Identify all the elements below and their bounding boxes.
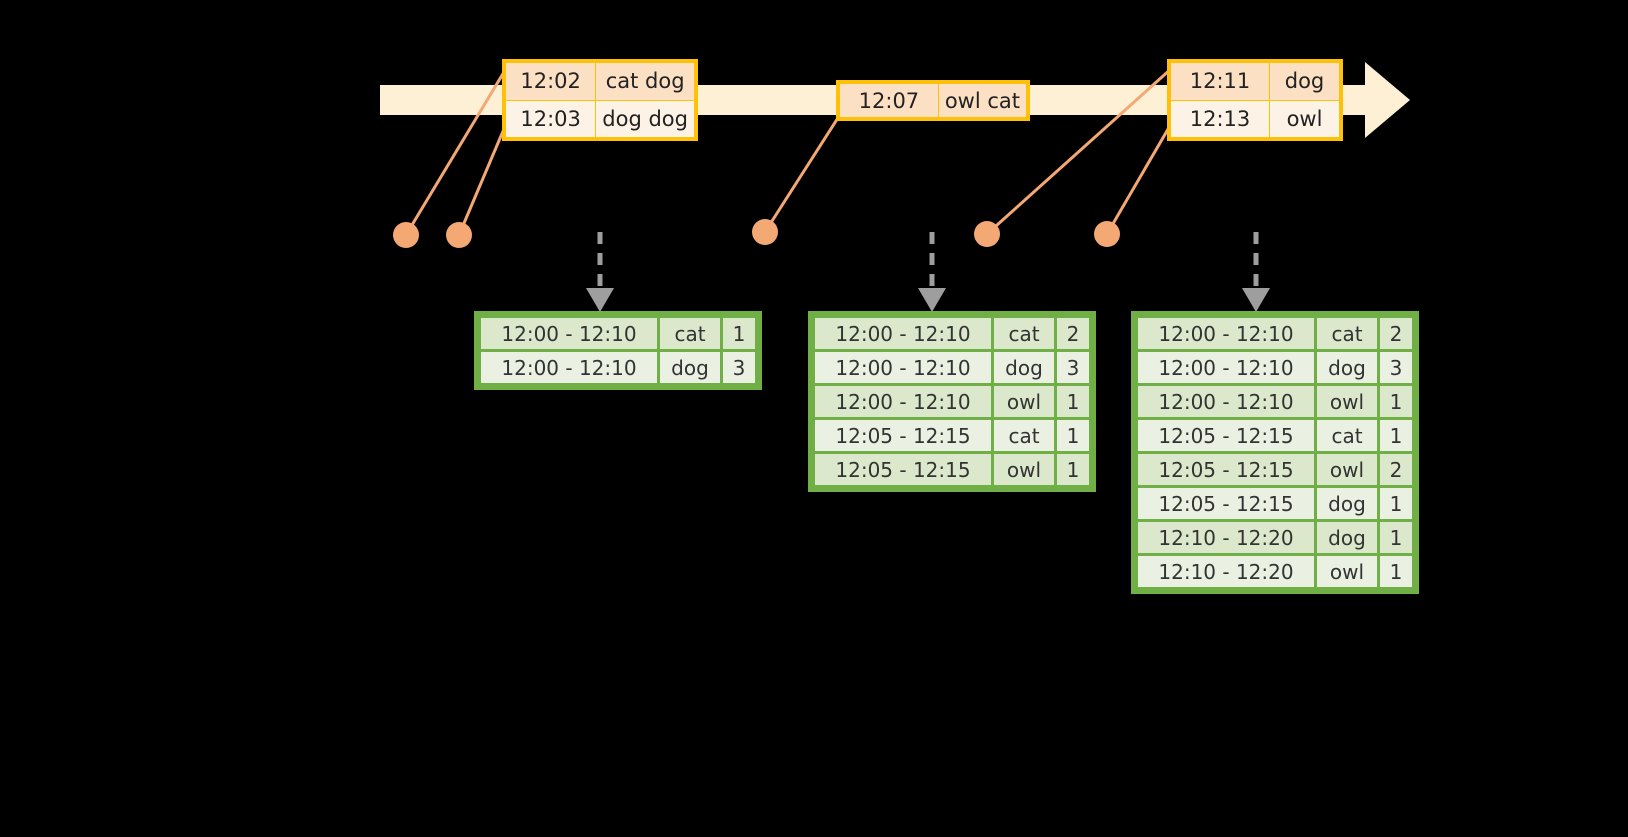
count-cell: 1 <box>1057 454 1089 485</box>
word-cell: dog <box>1317 352 1377 383</box>
event-words: dog dog <box>595 99 695 138</box>
table-row[interactable]: 12:05 - 12:15 owl 1 <box>815 454 1089 485</box>
event-dots <box>393 219 1120 248</box>
word-cell: cat <box>660 318 720 349</box>
window-cell: 12:05 - 12:15 <box>1138 454 1314 485</box>
word-cell: owl <box>1317 556 1377 587</box>
window-cell: 12:05 - 12:15 <box>1138 420 1314 451</box>
table-row[interactable]: 12:00 - 12:10 dog 3 <box>815 352 1089 383</box>
window-cell: 12:00 - 12:10 <box>481 318 657 349</box>
word-cell: dog <box>1317 488 1377 519</box>
window-cell: 12:00 - 12:10 <box>815 386 991 417</box>
result-table-1[interactable]: 12:00 - 12:10 cat 1 12:00 - 12:10 dog 3 <box>474 311 762 390</box>
word-cell: dog <box>994 352 1054 383</box>
event-dot-4 <box>974 221 1000 247</box>
window-cell: 12:10 - 12:20 <box>1138 522 1314 553</box>
connector-line-5 <box>1105 110 1180 236</box>
count-cell: 1 <box>1380 522 1412 553</box>
table-row[interactable]: 12:00 - 12:10 cat 2 <box>1138 318 1412 349</box>
dashed-arrow-heads <box>586 288 1270 312</box>
event-time: 12:07 <box>839 83 939 118</box>
window-cell: 12:00 - 12:10 <box>481 352 657 383</box>
window-cell: 12:00 - 12:10 <box>1138 318 1314 349</box>
window-cell: 12:00 - 12:10 <box>815 318 991 349</box>
event-time: 12:11 <box>1170 62 1270 101</box>
event-row[interactable]: 12:02 cat dog <box>504 62 695 101</box>
count-cell: 1 <box>1380 420 1412 451</box>
table-row[interactable]: 12:05 - 12:15 cat 1 <box>815 420 1089 451</box>
word-cell: owl <box>994 386 1054 417</box>
table-row[interactable]: 12:00 - 12:10 owl 1 <box>1138 386 1412 417</box>
result-table-3[interactable]: 12:00 - 12:10 cat 2 12:00 - 12:10 dog 3 … <box>1131 311 1419 594</box>
event-dot-2 <box>446 222 472 248</box>
table-row[interactable]: 12:00 - 12:10 cat 1 <box>481 318 755 349</box>
window-cell: 12:10 - 12:20 <box>1138 556 1314 587</box>
connector-line-1 <box>404 60 512 237</box>
count-cell: 2 <box>1057 318 1089 349</box>
window-cell: 12:05 - 12:15 <box>1138 488 1314 519</box>
table-row[interactable]: 12:00 - 12:10 cat 2 <box>815 318 1089 349</box>
table-row[interactable]: 12:10 - 12:20 owl 1 <box>1138 556 1412 587</box>
event-row[interactable]: 12:11 dog <box>1170 62 1340 101</box>
event-row[interactable]: 12:07 owl cat <box>839 83 1028 118</box>
word-cell: owl <box>1317 454 1377 485</box>
table-row[interactable]: 12:00 - 12:10 owl 1 <box>815 386 1089 417</box>
event-group-1[interactable]: 12:02 cat dog 12:03 dog dog <box>502 59 698 141</box>
arrowhead-1 <box>586 288 614 312</box>
window-cell: 12:00 - 12:10 <box>815 352 991 383</box>
word-cell: owl <box>994 454 1054 485</box>
event-words: cat dog <box>595 62 695 101</box>
count-cell: 3 <box>1057 352 1089 383</box>
table-row[interactable]: 12:05 - 12:15 owl 2 <box>1138 454 1412 485</box>
window-cell: 12:00 - 12:10 <box>1138 386 1314 417</box>
word-cell: dog <box>660 352 720 383</box>
event-time: 12:13 <box>1170 99 1270 138</box>
word-cell: dog <box>1317 522 1377 553</box>
count-cell: 1 <box>1380 386 1412 417</box>
count-cell: 1 <box>1057 386 1089 417</box>
connector-lines <box>404 60 1180 237</box>
event-group-2[interactable]: 12:07 owl cat <box>836 80 1030 121</box>
count-cell: 2 <box>1380 318 1412 349</box>
count-cell: 3 <box>723 352 755 383</box>
window-cell: 12:05 - 12:15 <box>815 420 991 451</box>
count-cell: 2 <box>1380 454 1412 485</box>
window-cell: 12:05 - 12:15 <box>815 454 991 485</box>
arrowhead-3 <box>1242 288 1270 312</box>
word-cell: owl <box>1317 386 1377 417</box>
table-row[interactable]: 12:05 - 12:15 cat 1 <box>1138 420 1412 451</box>
connector-line-3 <box>763 108 845 234</box>
table-row[interactable]: 12:10 - 12:20 dog 1 <box>1138 522 1412 553</box>
event-row[interactable]: 12:13 owl <box>1170 99 1340 138</box>
connector-line-4 <box>985 66 1174 236</box>
event-words: owl cat <box>937 83 1028 118</box>
event-words: dog <box>1269 62 1340 101</box>
word-cell: cat <box>994 318 1054 349</box>
event-words: owl <box>1269 99 1340 138</box>
count-cell: 3 <box>1380 352 1412 383</box>
table-row[interactable]: 12:00 - 12:10 dog 3 <box>481 352 755 383</box>
count-cell: 1 <box>1380 556 1412 587</box>
event-group-3[interactable]: 12:11 dog 12:13 owl <box>1167 59 1343 141</box>
event-dot-1 <box>393 222 419 248</box>
window-cell: 12:00 - 12:10 <box>1138 352 1314 383</box>
event-dot-3 <box>752 219 778 245</box>
count-cell: 1 <box>1057 420 1089 451</box>
event-time: 12:02 <box>504 62 597 101</box>
event-row[interactable]: 12:03 dog dog <box>504 99 695 138</box>
table-row[interactable]: 12:00 - 12:10 dog 3 <box>1138 352 1412 383</box>
word-cell: cat <box>994 420 1054 451</box>
arrowhead-2 <box>918 288 946 312</box>
result-table-2[interactable]: 12:00 - 12:10 cat 2 12:00 - 12:10 dog 3 … <box>808 311 1096 492</box>
count-cell: 1 <box>1380 488 1412 519</box>
event-dot-5 <box>1094 221 1120 247</box>
dashed-arrows <box>597 232 1259 288</box>
word-cell: cat <box>1317 318 1377 349</box>
count-cell: 1 <box>723 318 755 349</box>
table-row[interactable]: 12:05 - 12:15 dog 1 <box>1138 488 1412 519</box>
event-time: 12:03 <box>504 99 597 138</box>
word-cell: cat <box>1317 420 1377 451</box>
